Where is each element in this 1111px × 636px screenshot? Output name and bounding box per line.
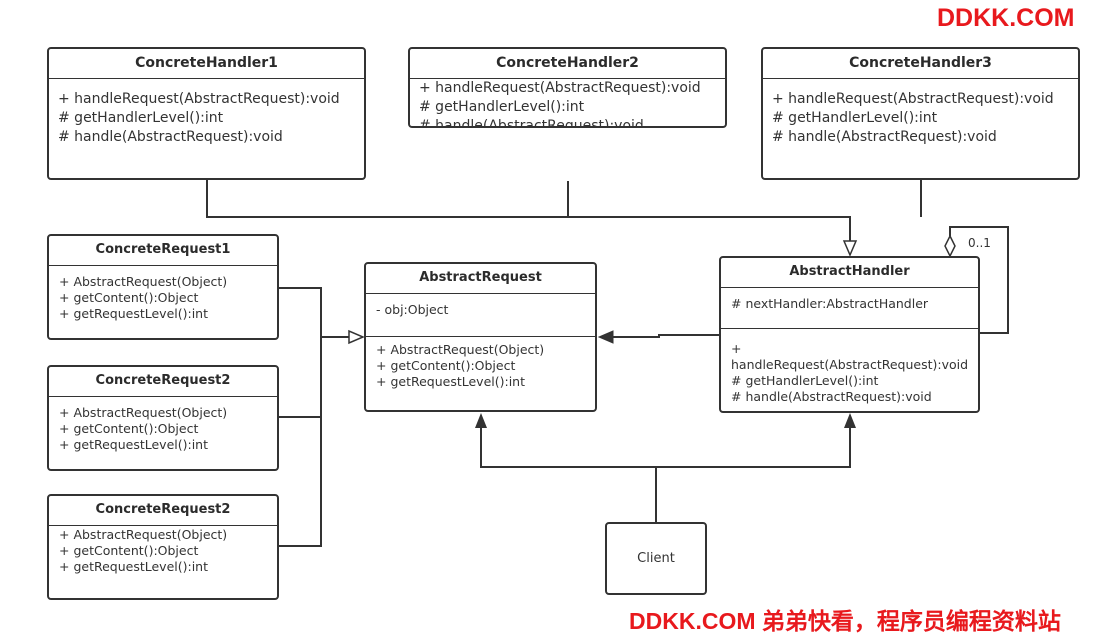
association-line: [613, 334, 720, 338]
class-name: ConcreteRequest2: [49, 367, 277, 397]
method: + getRequestLevel():int: [376, 374, 526, 389]
methods-section: + AbstractRequest(Object) + getContent()…: [49, 397, 277, 453]
methods-section: + AbstractRequest(Object) + getContent()…: [49, 526, 277, 575]
method: + getContent():Object: [59, 421, 199, 436]
methods-section: + AbstractRequest(Object) + getContent()…: [49, 266, 277, 322]
attribute: # nextHandler:AbstractHandler: [731, 296, 929, 311]
client-arrow-handler: [844, 413, 856, 428]
methods-section: + handleRequest(AbstractRequest):void # …: [49, 79, 364, 147]
class-name: AbstractRequest: [366, 264, 595, 294]
attributes-section: - obj:Object: [366, 294, 595, 336]
method: + getRequestLevel():int: [59, 559, 209, 574]
class-abstract-handler[interactable]: AbstractHandler # nextHandler:AbstractHa…: [719, 256, 980, 413]
method: + getContent():Object: [59, 543, 199, 558]
client-line: [480, 428, 657, 522]
association-arrow: [597, 330, 614, 344]
class-name: ConcreteRequest1: [49, 236, 277, 266]
method: + handleRequest(AbstractRequest):void: [58, 91, 340, 107]
class-name: ConcreteHandler1: [49, 49, 364, 79]
attribute: - obj:Object: [376, 302, 449, 317]
method: # getHandlerLevel():int: [772, 110, 938, 126]
attributes-section: # nextHandler:AbstractHandler: [721, 288, 978, 328]
watermark-top: DDKK.COM: [937, 4, 1075, 32]
methods-section: + handleRequest(AbstractRequest):void # …: [410, 79, 725, 128]
client-line-handler: [656, 428, 851, 468]
method: handleRequest(AbstractRequest):void: [731, 357, 969, 372]
method: # getHandlerLevel():int: [58, 110, 224, 126]
method: # getHandlerLevel():int: [419, 99, 585, 115]
class-name: Client: [637, 551, 675, 566]
method: # handle(AbstractRequest):void: [731, 389, 932, 404]
class-concrete-handler-2[interactable]: ConcreteHandler2 + handleRequest(Abstrac…: [408, 47, 727, 128]
methods-section: + AbstractRequest(Object) + getContent()…: [366, 336, 595, 390]
class-name: ConcreteHandler3: [763, 49, 1078, 79]
method: + getRequestLevel():int: [59, 306, 209, 321]
method: + handleRequest(AbstractRequest):void: [772, 91, 1054, 107]
class-concrete-handler-1[interactable]: ConcreteHandler1 + handleRequest(Abstrac…: [47, 47, 366, 180]
class-name: ConcreteHandler2: [410, 49, 725, 79]
method: + AbstractRequest(Object): [59, 527, 228, 542]
method: +: [731, 341, 742, 356]
multiplicity-label: 0..1: [968, 236, 991, 250]
method: + AbstractRequest(Object): [59, 405, 228, 420]
class-client[interactable]: Client: [605, 522, 707, 595]
method: + AbstractRequest(Object): [59, 274, 228, 289]
watermark-bottom: DDKK.COM 弟弟快看，程序员编程资料站: [629, 608, 1061, 634]
method: + getRequestLevel():int: [59, 437, 209, 452]
class-concrete-handler-3[interactable]: ConcreteHandler3 + handleRequest(Abstrac…: [761, 47, 1080, 180]
inherit-line-handler1: [206, 179, 851, 242]
class-name: ConcreteRequest2: [49, 496, 277, 526]
generalization-arrow-handler: [842, 240, 858, 257]
class-concrete-request-2[interactable]: ConcreteRequest2 + AbstractRequest(Objec…: [47, 365, 279, 471]
self-aggregation-line: [949, 226, 1009, 334]
methods-section: + handleRequest(AbstractRequest):void # …: [721, 328, 978, 405]
class-concrete-request-1[interactable]: ConcreteRequest1 + AbstractRequest(Objec…: [47, 234, 279, 340]
method: # getHandlerLevel():int: [731, 373, 879, 388]
class-name: AbstractHandler: [721, 258, 978, 288]
method: # handle(AbstractRequest):void: [772, 129, 997, 145]
method: + AbstractRequest(Object): [376, 342, 545, 357]
method: + getContent():Object: [59, 290, 199, 305]
aggregation-diamond: [944, 234, 956, 258]
method: # handle(AbstractRequest):void: [58, 129, 283, 145]
method: + handleRequest(AbstractRequest):void: [419, 80, 701, 96]
method: + getContent():Object: [376, 358, 516, 373]
method: # handle(AbstractRequest):void: [419, 118, 644, 128]
methods-section: + handleRequest(AbstractRequest):void # …: [763, 79, 1078, 147]
client-arrow-request: [475, 413, 487, 428]
generalization-arrow-request: [348, 329, 365, 345]
class-concrete-request-3[interactable]: ConcreteRequest2 + AbstractRequest(Objec…: [47, 494, 279, 600]
class-abstract-request[interactable]: AbstractRequest - obj:Object + AbstractR…: [364, 262, 597, 412]
